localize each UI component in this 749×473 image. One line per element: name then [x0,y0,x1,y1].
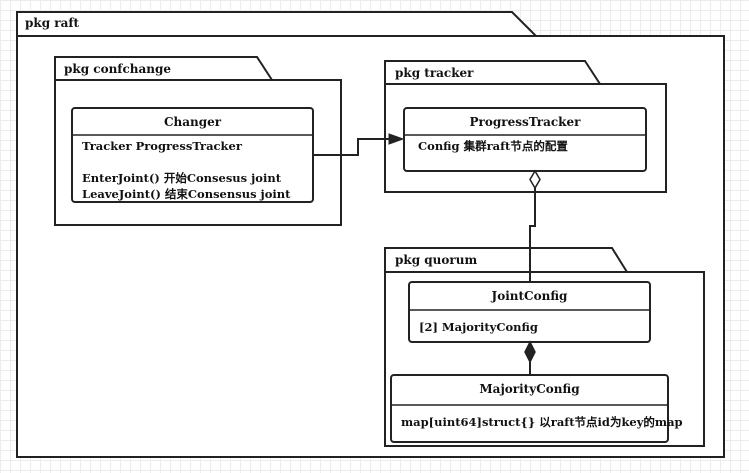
class-changer-member: Tracker ProgressTracker [82,139,242,153]
class-joint-config-member: [2] MajorityConfig [419,320,538,334]
association-changer-progress-tracker [313,133,405,156]
arrow-head-icon [388,133,405,145]
composition-joint-config-majority-config [524,340,536,375]
class-progress-tracker-member: Config 集群raft节点的配置 [418,139,568,153]
class-progress-tracker [403,107,647,172]
package-quorum-tab [384,247,628,273]
package-confchange-label: pkg confchange [64,62,172,76]
class-majority-config-member: map[uint64]struct{} 以raft节点id为key的map [401,415,683,429]
class-majority-config [390,374,669,443]
association-line [313,138,390,156]
package-confchange-tab [54,56,273,81]
class-changer-member: LeaveJoint() 结束Consensus joint [82,187,291,201]
filled-diamond-icon [524,340,536,364]
class-progress-tracker-box [403,107,647,172]
package-tracker-label: pkg tracker [395,66,474,80]
package-quorum-label: pkg quorum [395,253,478,267]
package-raft-label: pkg raft [25,16,80,30]
class-joint-config-name: JointConfig [491,289,568,303]
class-majority-config-name: MajorityConfig [479,382,580,396]
aggregation-progress-tracker-joint-config [529,169,541,282]
package-tracker-tab [384,60,601,85]
class-changer-name: Changer [163,115,222,129]
package-raft-tab [16,11,537,37]
class-progress-tracker-name: ProgressTracker [469,115,581,129]
open-diamond-icon [529,169,541,190]
class-changer-member: EnterJoint() 开始Consesus joint [82,171,282,185]
aggregation-line [529,188,536,282]
